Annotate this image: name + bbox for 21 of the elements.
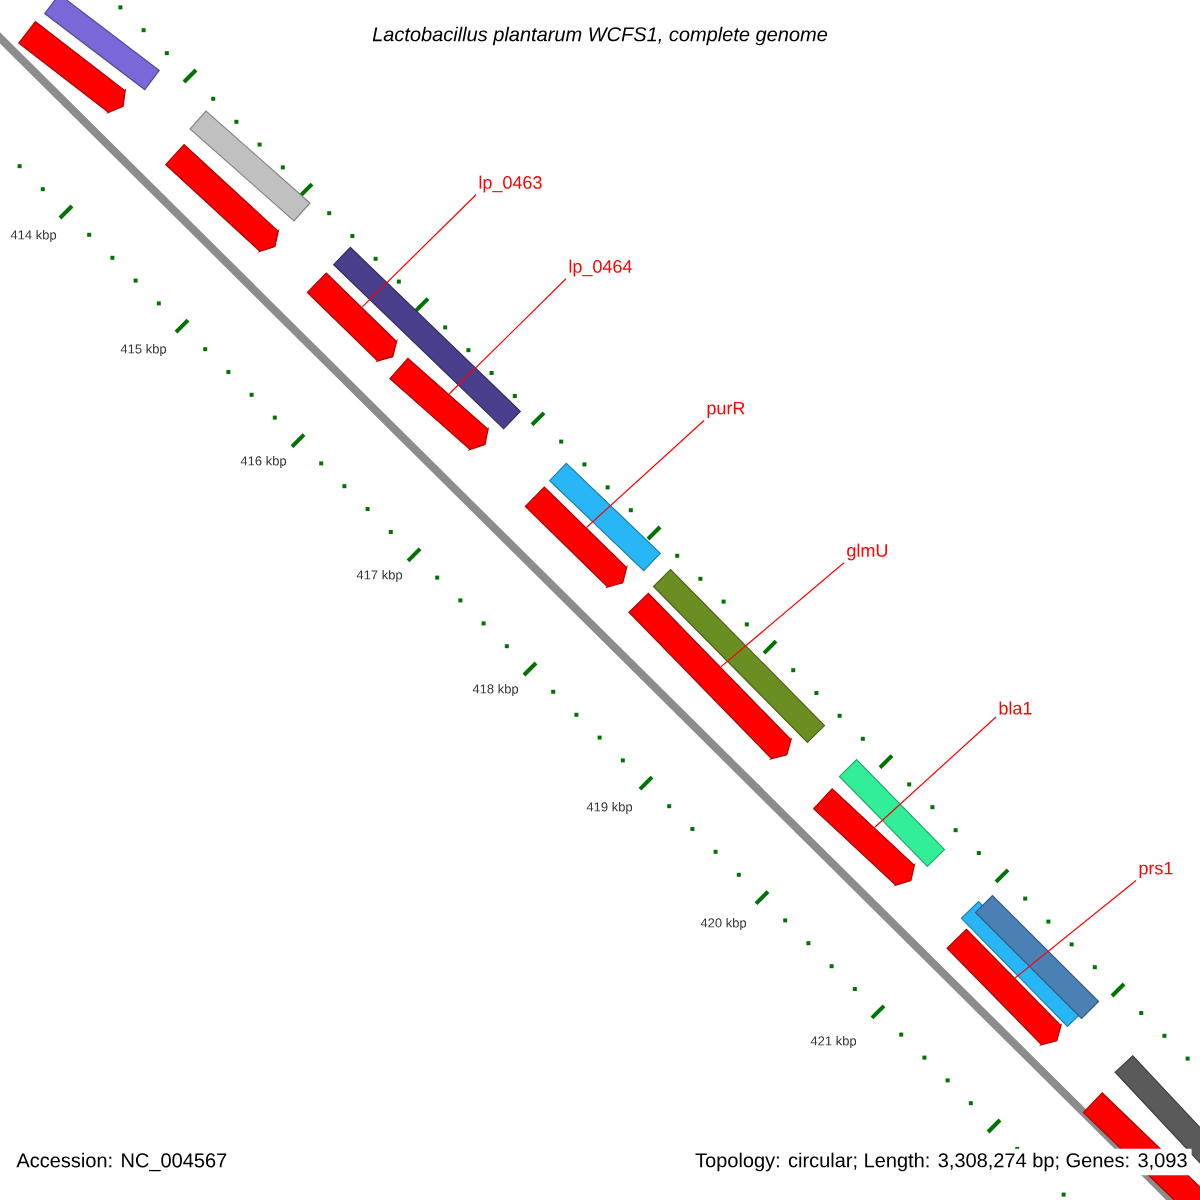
gene-label: purR bbox=[707, 401, 745, 419]
gene-feature bbox=[164, 143, 280, 253]
gene-label: lp_0463 bbox=[479, 175, 542, 193]
gene-label: glmU bbox=[847, 543, 887, 561]
gene-label: prs1 bbox=[1139, 861, 1173, 879]
leader-line bbox=[720, 562, 845, 668]
gene-label: bla1 bbox=[999, 701, 1032, 715]
leader-line bbox=[361, 194, 477, 308]
gene-bar bbox=[189, 110, 311, 222]
leader-line bbox=[1014, 879, 1137, 979]
gene-feature bbox=[946, 928, 1063, 1046]
gene-label: lp_0464 bbox=[569, 259, 632, 277]
leader-line bbox=[448, 278, 567, 395]
gene-feature bbox=[628, 592, 793, 760]
summary-text: Topology: circular; Length: 3,308,274 bp; Genes: 3,093 bbox=[691, 1148, 1192, 1176]
title: Lactobacillus plantarum WCFS1, complete genome bbox=[372, 26, 828, 46]
accession-text: Accession: NC_004567 bbox=[12, 1148, 232, 1176]
gene-feature bbox=[18, 20, 127, 114]
leader-line bbox=[585, 419, 705, 529]
leader-line bbox=[873, 716, 997, 829]
gene-bar bbox=[974, 894, 1100, 1020]
